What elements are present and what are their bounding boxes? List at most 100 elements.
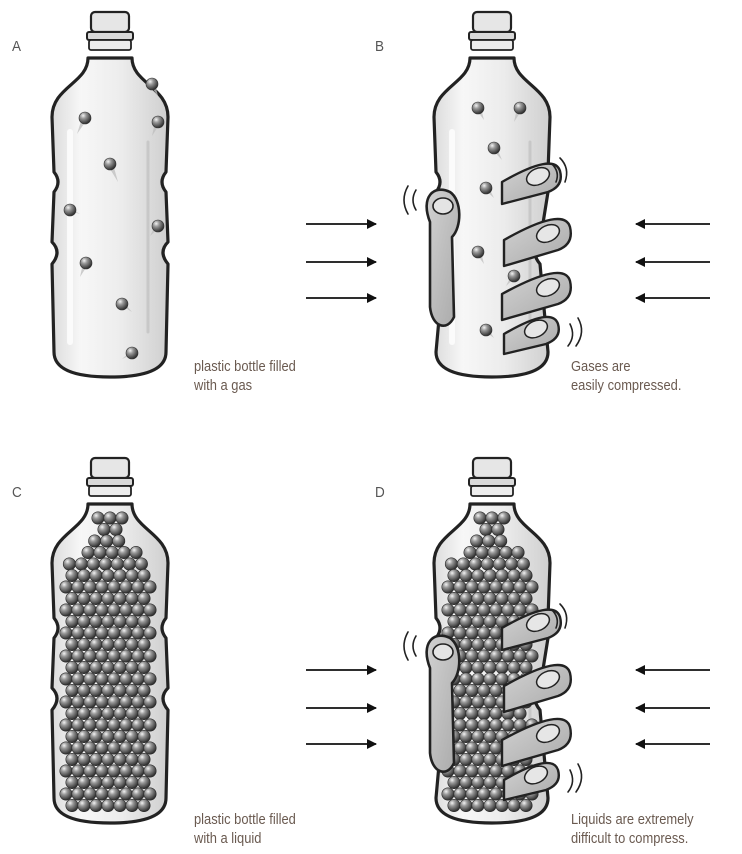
caption-a-line-2: with a gas xyxy=(194,376,296,395)
particle-icon xyxy=(492,523,504,535)
particle-icon xyxy=(92,512,104,524)
particle-icon xyxy=(454,707,466,719)
particle-icon xyxy=(502,581,514,593)
particle-icon xyxy=(84,673,96,685)
particle-icon xyxy=(102,684,114,696)
panel-label-a: A xyxy=(12,38,21,55)
particle-icon xyxy=(72,604,84,616)
particle-icon xyxy=(490,765,502,777)
particle-icon xyxy=(460,638,472,650)
particle-icon xyxy=(75,558,87,570)
particle-icon xyxy=(454,627,466,639)
particle-icon xyxy=(448,799,460,811)
particle-icon xyxy=(508,592,520,604)
particle-icon xyxy=(490,788,502,800)
particle-icon xyxy=(101,535,113,547)
particle-icon xyxy=(114,707,126,719)
particle-icon xyxy=(90,638,102,650)
particle-icon xyxy=(484,776,496,788)
particle-icon xyxy=(514,604,526,616)
particle-icon xyxy=(490,719,502,731)
particle-icon xyxy=(66,730,78,742)
particle-icon xyxy=(96,788,108,800)
particle-icon xyxy=(126,753,138,765)
particle-icon xyxy=(60,650,72,662)
particle-icon xyxy=(484,799,496,811)
particle-icon xyxy=(120,650,132,662)
particle-icon xyxy=(460,673,472,685)
particle-icon xyxy=(96,604,108,616)
particle-icon xyxy=(498,512,510,524)
particle-icon xyxy=(78,615,90,627)
caption-a: plastic bottle filled with a gas xyxy=(194,357,296,395)
particle-icon xyxy=(472,696,484,708)
particle-icon xyxy=(502,719,514,731)
particle-icon xyxy=(60,696,72,708)
particle-icon xyxy=(78,707,90,719)
particle-icon xyxy=(114,730,126,742)
particle-icon xyxy=(466,719,478,731)
particle-icon xyxy=(454,604,466,616)
particle-icon xyxy=(82,546,94,558)
particle-icon xyxy=(526,650,538,662)
particle-icon xyxy=(460,730,472,742)
particle-icon xyxy=(120,581,132,593)
particle-icon xyxy=(526,581,538,593)
particle-icon xyxy=(118,546,130,558)
particle-icon xyxy=(113,535,125,547)
particle-icon xyxy=(445,558,457,570)
particle-icon xyxy=(126,776,138,788)
particle-icon xyxy=(96,627,108,639)
particle-icon xyxy=(478,581,490,593)
particle-icon xyxy=(120,673,132,685)
particle-icon xyxy=(84,604,96,616)
particle-icon xyxy=(505,558,517,570)
particle-icon xyxy=(484,638,496,650)
particle-icon xyxy=(108,581,120,593)
particle-icon xyxy=(96,650,108,662)
particle-icon xyxy=(90,592,102,604)
particle-icon xyxy=(102,661,114,673)
particle-icon xyxy=(108,627,120,639)
particle-icon xyxy=(126,730,138,742)
caption-a-line-1: plastic bottle filled xyxy=(194,357,296,376)
particle-icon xyxy=(72,673,84,685)
particle-icon xyxy=(144,627,156,639)
particle-icon xyxy=(448,592,460,604)
particle-icon xyxy=(72,627,84,639)
particle-icon xyxy=(144,719,156,731)
particle-icon xyxy=(132,696,144,708)
particle-icon xyxy=(472,776,484,788)
particle-icon xyxy=(90,799,102,811)
particle-icon xyxy=(496,592,508,604)
particle-icon xyxy=(98,523,110,535)
particle-icon xyxy=(120,788,132,800)
particle-icon xyxy=(460,615,472,627)
particle-icon xyxy=(484,569,496,581)
particle-icon xyxy=(138,707,150,719)
particle-icon xyxy=(488,546,500,558)
particle-icon xyxy=(478,684,490,696)
particle-icon xyxy=(90,684,102,696)
particle-icon xyxy=(135,558,147,570)
particle-icon xyxy=(66,661,78,673)
particle-icon xyxy=(460,696,472,708)
particle-icon xyxy=(104,512,116,524)
particle-icon xyxy=(472,673,484,685)
particle-icon xyxy=(114,684,126,696)
particle-icon xyxy=(520,592,532,604)
particle-icon xyxy=(144,696,156,708)
particle-icon xyxy=(471,535,483,547)
particle-icon xyxy=(132,604,144,616)
particle-icon xyxy=(138,684,150,696)
particle-icon xyxy=(490,684,502,696)
particle-icon xyxy=(144,742,156,754)
particle-icon xyxy=(472,799,484,811)
particle-icon xyxy=(478,742,490,754)
particle-icon xyxy=(108,604,120,616)
caption-d-line-2: difficult to compress. xyxy=(571,829,694,848)
particle-icon xyxy=(466,581,478,593)
particle-icon xyxy=(78,684,90,696)
particle-icon xyxy=(108,696,120,708)
